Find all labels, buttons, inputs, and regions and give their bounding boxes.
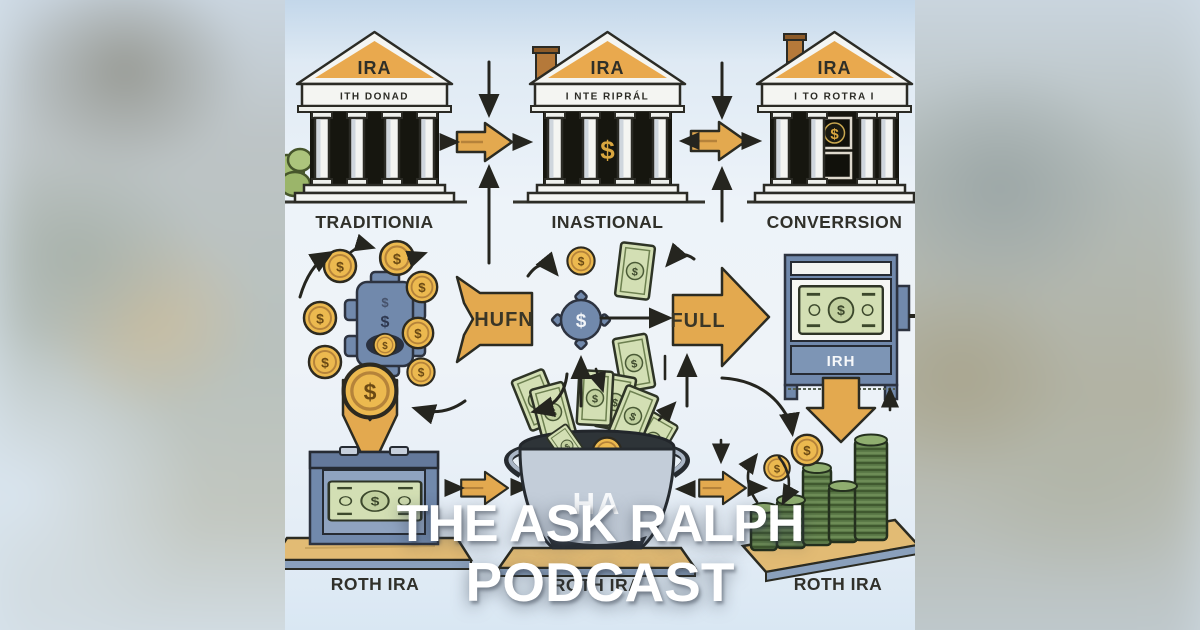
badge-dollar: $ — [381, 314, 390, 331]
bank1-columns — [311, 111, 438, 186]
bank2-columns — [544, 111, 671, 186]
bank1-label: TRADITIONIA — [315, 212, 433, 232]
flow-arrows-1 — [439, 60, 534, 265]
bank3-columns — [771, 111, 898, 186]
svg-text:$: $ — [830, 126, 839, 143]
bank2-door-dollar: $ — [600, 135, 615, 165]
irh-machine: IRH — [783, 253, 915, 444]
hufn-label: HUFN — [474, 309, 534, 331]
bank3-frieze-text: I TO ROTRA I — [794, 92, 875, 103]
podcast-title-line2: PODCAST — [465, 551, 735, 613]
stacks-label: ROTH IRA — [794, 574, 883, 594]
bank2-pediment-text: IRA — [591, 58, 625, 78]
full-arrow: FULL — [670, 266, 771, 368]
curved-arrows — [298, 233, 900, 506]
full-label: FULL — [670, 310, 725, 332]
bank-conversion: IRA I TO ROTRA I $ CONVERRSION — [753, 30, 915, 232]
svg-text:$: $ — [576, 311, 587, 332]
illustration-canvas: $ $ $ — [285, 30, 915, 595]
pot-platform-label: ROTH IRA — [553, 575, 642, 595]
bank-institutional: IRA I NTE RIPRÁL $ INASTIONAL — [526, 30, 689, 232]
bank1-frieze-text: ITH DONAD — [340, 92, 409, 103]
box-label: ROTH IRA — [331, 574, 420, 594]
pot-to-stacks-arrow — [674, 438, 769, 506]
bank2-label: INASTIONAL — [552, 212, 664, 232]
coin-stacks: ROTH IRA — [740, 433, 915, 594]
flow-arrows-2 — [678, 61, 763, 223]
roth-ira-box: ROTH IRA — [285, 365, 474, 594]
ira-conversion-illustration: $ $ $ — [285, 0, 915, 630]
irh-label: IRH — [827, 353, 856, 370]
bank1-pediment-text: IRA — [358, 58, 392, 78]
process-gear: $ — [550, 240, 657, 394]
hufn-funnel-arrow: HUFN — [455, 275, 534, 364]
bank-traditional: IRA ITH DONAD TRADITIONIA — [293, 30, 456, 232]
machine-down-arrow — [805, 376, 877, 444]
podcast-title: THE ASK RALPH PODCAST — [0, 498, 1200, 610]
bank3-label: CONVERRSION — [767, 212, 903, 232]
pot-label: HA — [573, 486, 622, 521]
bank2-frieze-text: I NTE RIPRÁL — [566, 90, 650, 103]
podcast-title-line1: THE ASK RALPH — [396, 495, 805, 553]
badge-dollar-small: $ — [381, 295, 389, 310]
bank3-pediment-text: IRA — [818, 58, 852, 78]
money-pot: HA ROTH IRA — [496, 368, 698, 595]
